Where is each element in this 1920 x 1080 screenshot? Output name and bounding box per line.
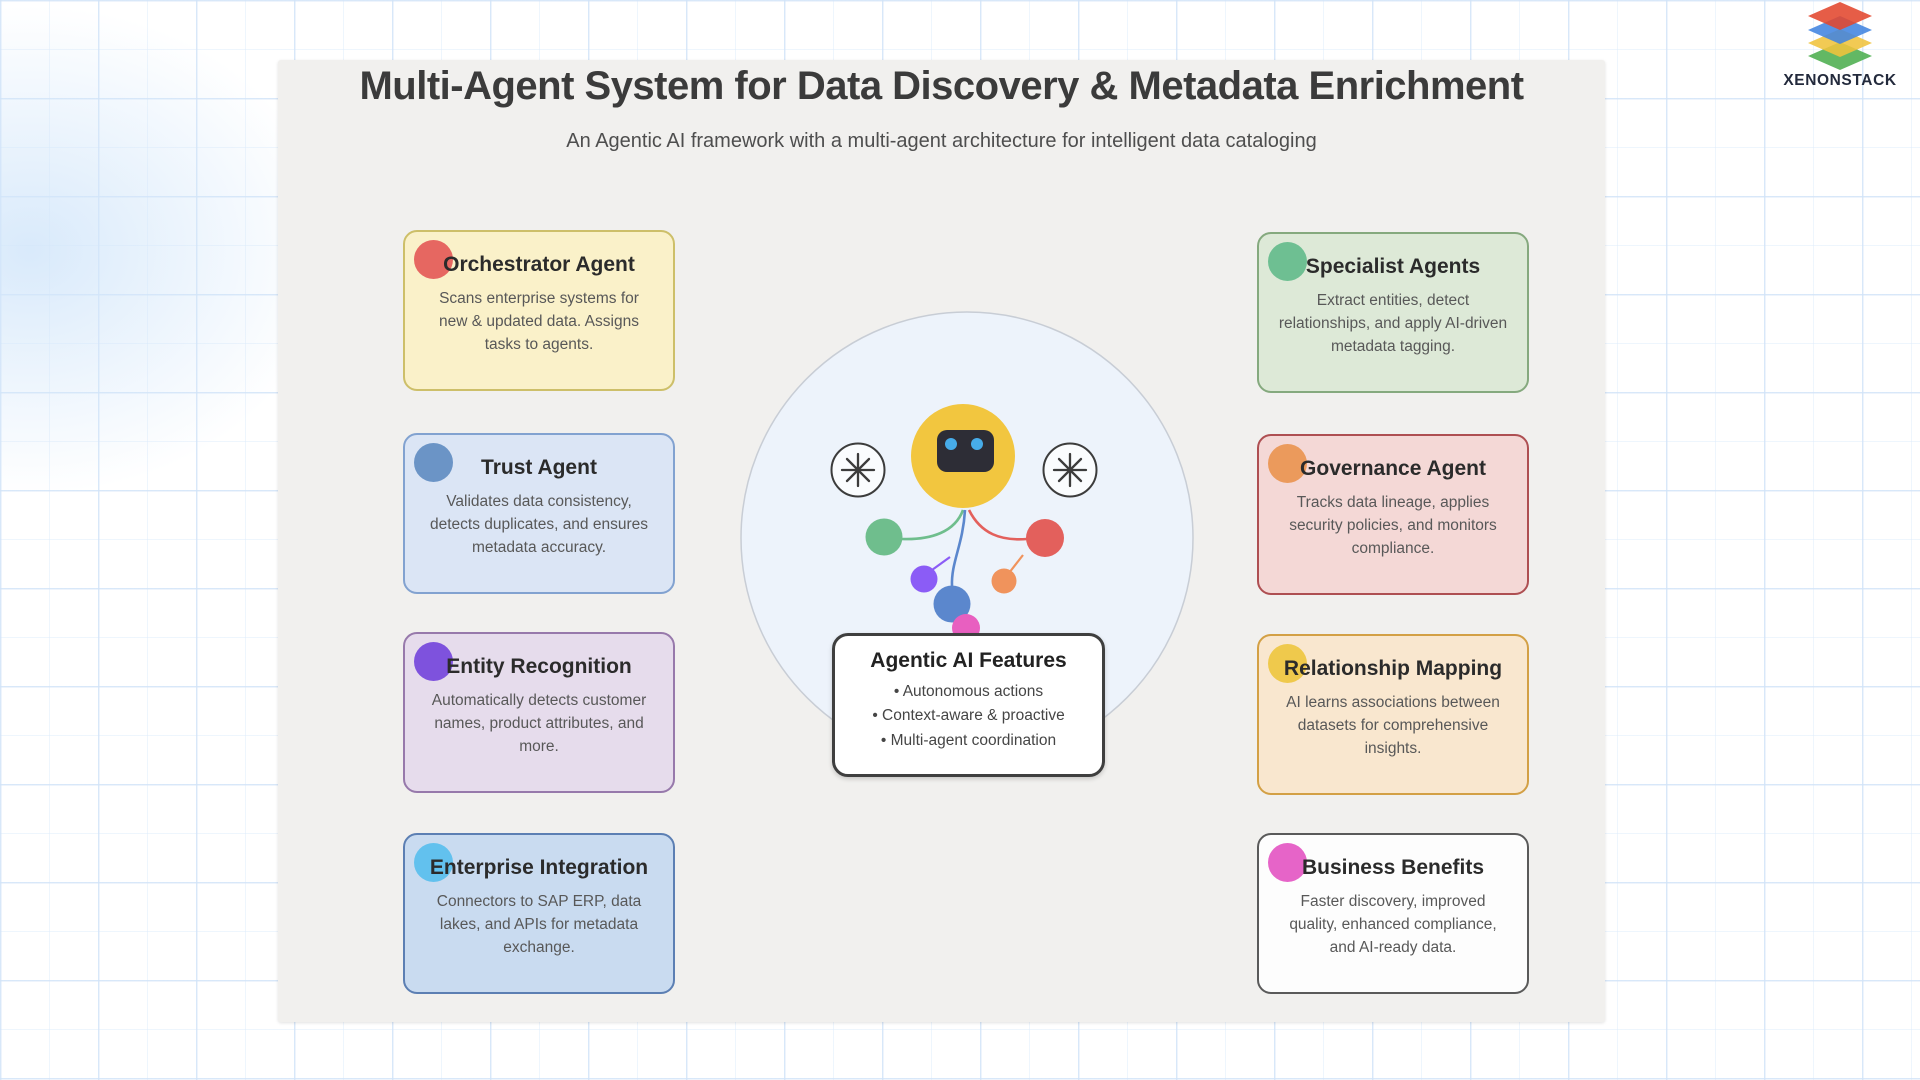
feature-item: • Multi-agent coordination: [880, 731, 1057, 749]
link-orange: [1008, 554, 1024, 574]
trust-badge-dot: [414, 443, 453, 482]
card-body: Connectors to SAP ERP, data lakes, and A…: [436, 893, 642, 957]
dot-green: [865, 518, 903, 556]
feature-item: • Autonomous actions: [893, 683, 1044, 700]
diagram-title: Multi-Agent System for Data Discovery & …: [359, 64, 1524, 108]
card-relationship-mapping: Relationship Mapping AI learns associati…: [1257, 634, 1529, 795]
governance-badge-dot: [1268, 444, 1307, 483]
dot-purple: [910, 565, 938, 593]
xenonstack-logo: XENONSTACK: [1772, 2, 1908, 90]
diagram-subtitle: An Agentic AI framework with a multi-age…: [566, 130, 1317, 152]
card-orchestrator-agent: Orchestrator Agent Scans enterprise syst…: [403, 230, 675, 391]
card-business-benefits: Business Benefits Faster discovery, impr…: [1257, 833, 1529, 994]
card-title: Specialist Agents: [1305, 255, 1481, 278]
card-trust-agent: Trust Agent Validates data consistency, …: [403, 433, 675, 594]
card-specialist-agents: Specialist Agents Extract entities, dete…: [1257, 232, 1529, 393]
robot-icon: [911, 404, 1015, 508]
card-enterprise-integration: Enterprise Integration Connectors to SAP…: [403, 833, 675, 994]
dot-blue: [933, 585, 971, 623]
dot-orange: [991, 568, 1017, 594]
logo-wordmark: XENONSTACK: [1783, 72, 1897, 89]
card-title: Enterprise Integration: [429, 856, 649, 879]
card-title: Governance Agent: [1300, 457, 1486, 480]
link-green: [901, 509, 965, 541]
card-entity-recognition: Entity Recognition Automatically detects…: [403, 632, 675, 793]
business-badge-dot: [1268, 843, 1307, 882]
card-body: Validates data consistency, detects dupl…: [430, 493, 648, 557]
relationship-badge-dot: [1268, 644, 1307, 683]
orchestrator-badge-dot: [414, 240, 453, 279]
card-title: Business Benefits: [1301, 856, 1485, 879]
entity-badge-dot: [414, 642, 453, 681]
card-body: AI learns associations between datasets …: [1286, 694, 1500, 758]
dot-red: [1026, 519, 1064, 557]
card-body: Scans enterprise systems for new & updat…: [439, 290, 639, 354]
features-title: Agentic AI Features: [870, 649, 1067, 672]
feature-item: • Context-aware & proactive: [872, 707, 1065, 725]
card-body: Extract entities, detect relationships, …: [1278, 292, 1508, 356]
asterisk-icon-right: [1042, 442, 1098, 498]
card-title: Entity Recognition: [446, 655, 632, 678]
link-blue: [950, 509, 967, 587]
features-card: Agentic AI Features • Autonomous actions…: [832, 633, 1105, 777]
asterisk-icon-left: [830, 442, 886, 498]
specialist-badge-dot: [1268, 242, 1307, 281]
card-body: Faster discovery, improved quality, enha…: [1289, 893, 1497, 957]
card-body: Automatically detects customer names, pr…: [431, 692, 647, 756]
card-title: Orchestrator Agent: [443, 253, 635, 276]
logo-stack-icon: [1808, 2, 1872, 70]
card-title: Relationship Mapping: [1283, 657, 1503, 680]
card-title: Trust Agent: [481, 456, 597, 479]
enterprise-badge-dot: [414, 843, 453, 882]
card-governance-agent: Governance Agent Tracks data lineage, ap…: [1257, 434, 1529, 595]
link-red: [967, 509, 1028, 541]
card-body: Tracks data lineage, applies security po…: [1289, 494, 1497, 558]
link-purple: [931, 556, 951, 571]
